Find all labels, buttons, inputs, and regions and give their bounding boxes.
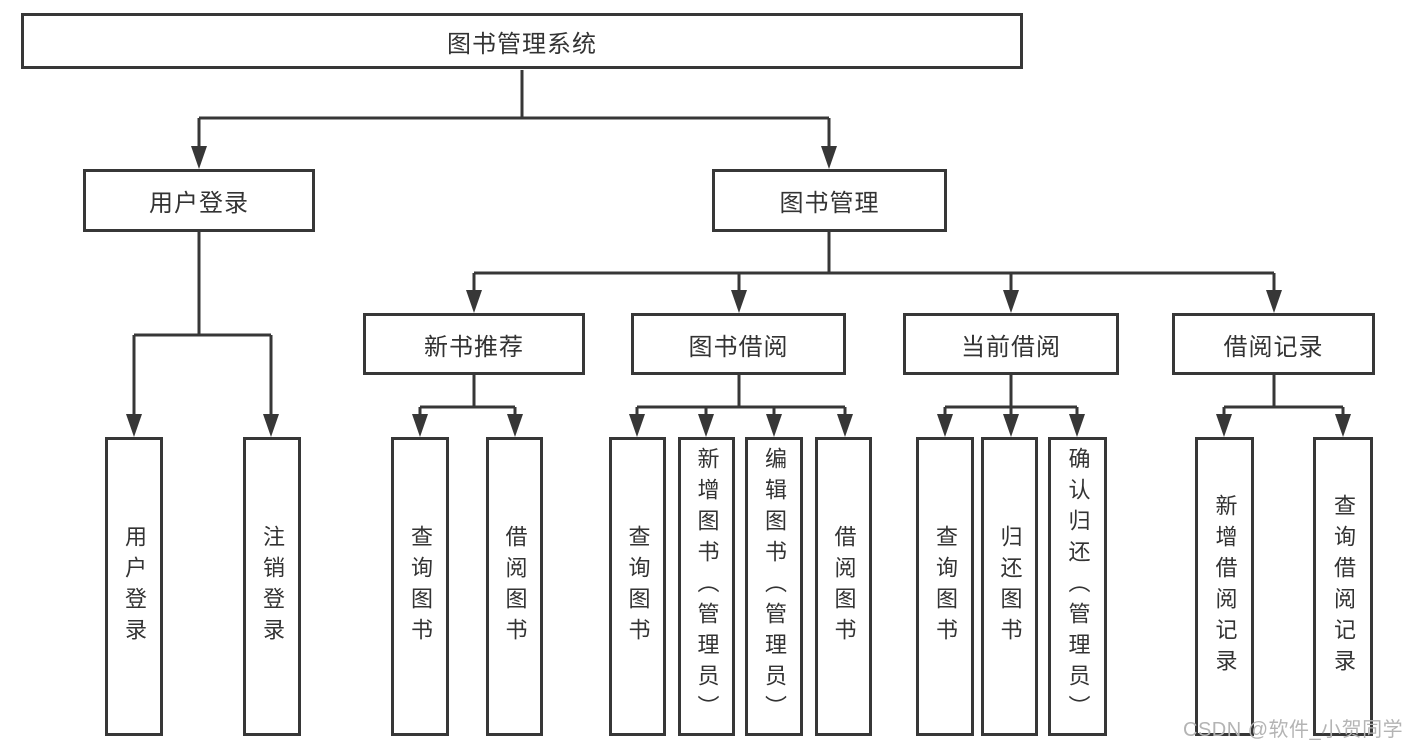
node-book-management: 图书管理 bbox=[712, 169, 947, 232]
leaf-borrow-books-recommend: 借阅图书 bbox=[486, 437, 543, 736]
leaf-borrow-books: 借阅图书 bbox=[815, 437, 872, 736]
leaf-return-book: 归还图书 bbox=[981, 437, 1038, 736]
node-borrowing-records: 借阅记录 bbox=[1172, 313, 1375, 375]
node-book-borrowing: 图书借阅 bbox=[631, 313, 846, 375]
node-library-management-system: 图书管理系统 bbox=[21, 13, 1023, 69]
leaf-user-login: 用户登录 bbox=[105, 437, 163, 736]
node-current-borrowing: 当前借阅 bbox=[903, 313, 1119, 375]
leaf-query-books-recommend: 查询图书 bbox=[391, 437, 449, 736]
node-new-book-recommendation: 新书推荐 bbox=[363, 313, 585, 375]
csdn-watermark: CSDN @软件_小贺同学 bbox=[1183, 719, 1404, 741]
leaf-add-borrow-record: 新增借阅记录 bbox=[1195, 437, 1254, 736]
leaf-edit-book-admin: 编辑图书（管理员） bbox=[745, 437, 803, 736]
arrowheads bbox=[126, 146, 1351, 437]
connector-path bbox=[132, 70, 1345, 420]
leaf-query-books-current: 查询图书 bbox=[916, 437, 974, 736]
leaf-logout: 注销登录 bbox=[243, 437, 301, 736]
node-user-login: 用户登录 bbox=[83, 169, 315, 232]
leaf-add-book-admin: 新增图书（管理员） bbox=[678, 437, 735, 736]
leaf-query-books-borrowing: 查询图书 bbox=[609, 437, 666, 736]
leaf-query-borrow-record: 查询借阅记录 bbox=[1313, 437, 1373, 736]
leaf-confirm-return-admin: 确认归还（管理员） bbox=[1048, 437, 1107, 736]
